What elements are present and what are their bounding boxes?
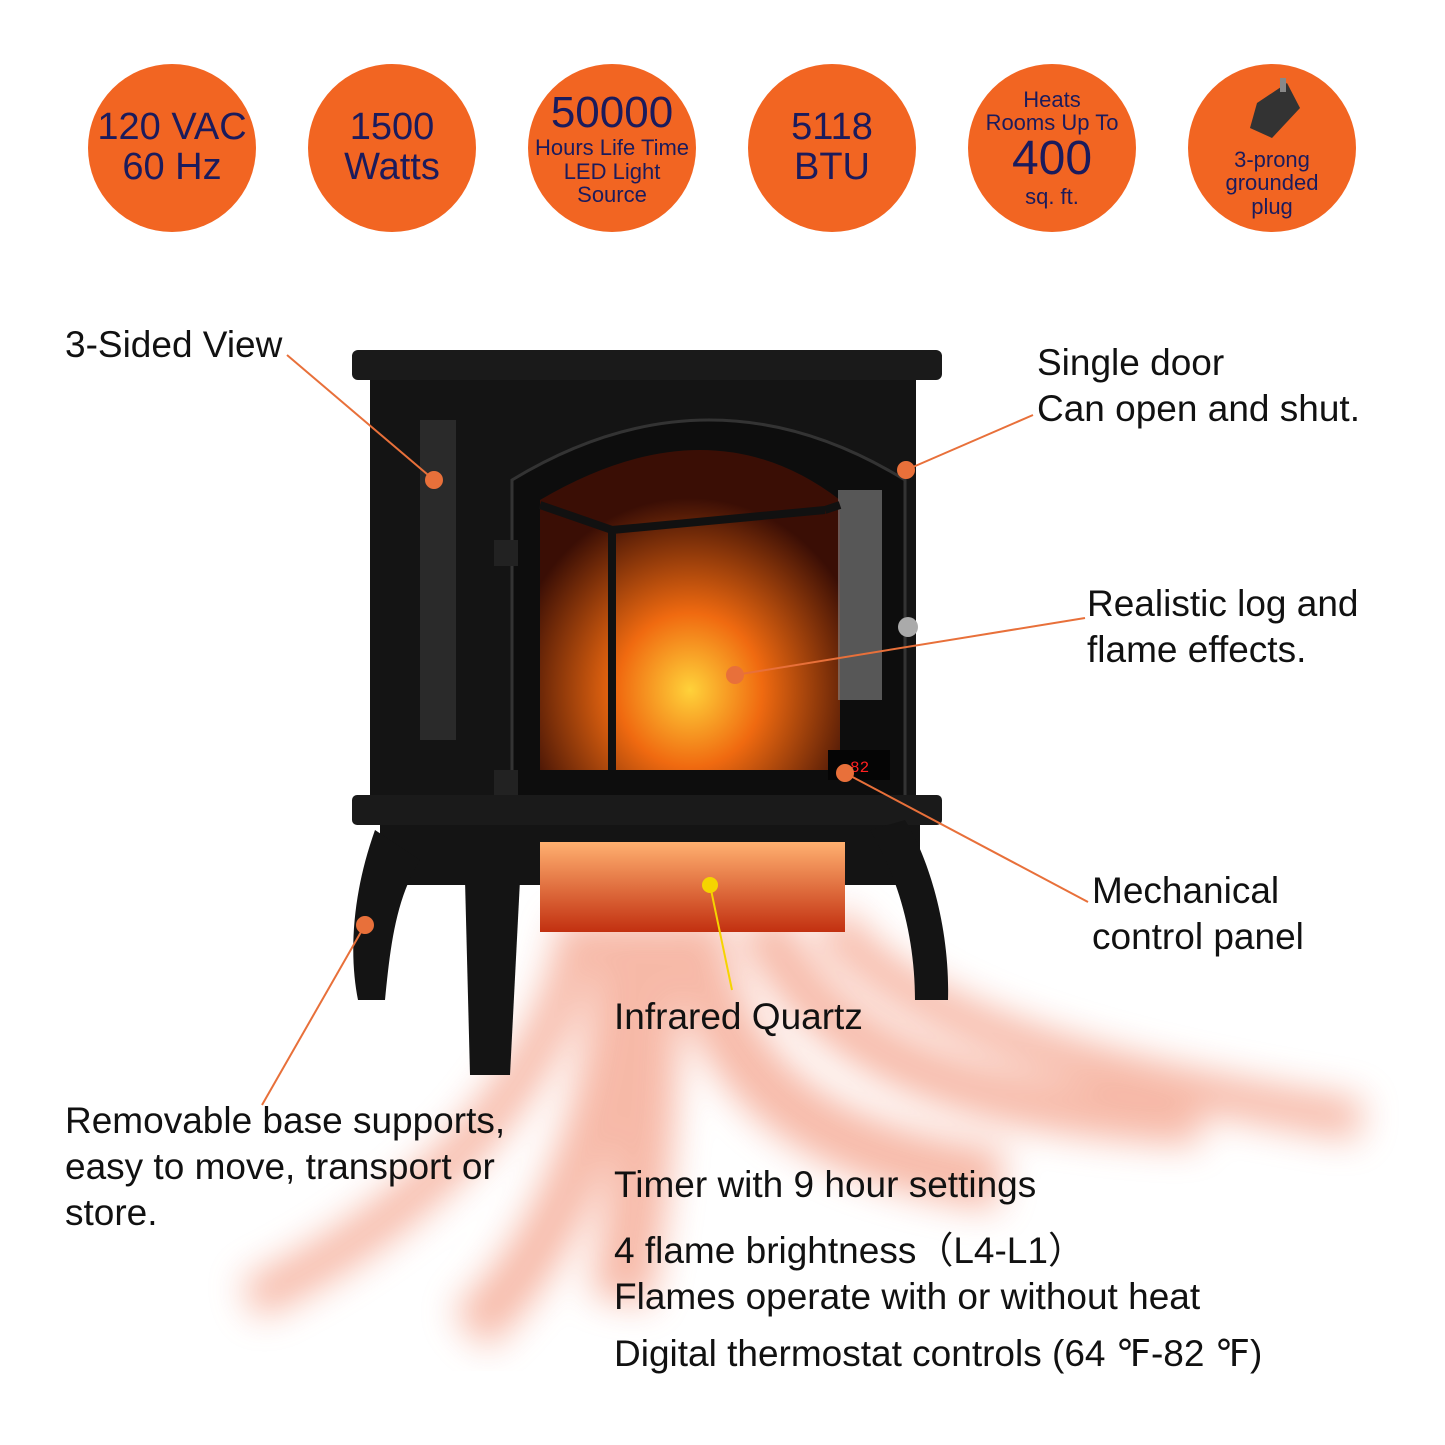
feature-timer: Timer with 9 hour settings <box>614 1164 1037 1205</box>
callout-base: Removable base supports, easy to move, t… <box>65 1098 505 1236</box>
callout-leaders <box>261 354 1089 1106</box>
badge-text: BTU <box>794 146 870 188</box>
badge-room-size: Heats Rooms Up To 400 sq. ft. <box>968 64 1136 232</box>
heat-waves <box>241 908 1364 1349</box>
badge-voltage: 120 VAC 60 Hz <box>88 64 256 232</box>
badge-text: 3-prong <box>1234 147 1310 173</box>
badge-btu: 5118 BTU <box>748 64 916 232</box>
badge-led-life: 50000 Hours Life Time LED Light Source <box>528 64 696 232</box>
badge-plug: 3-prong grounded plug <box>1188 64 1356 232</box>
feature-flame-brightness: 4 flame brightness（L4-L1） <box>614 1230 1085 1271</box>
badge-text: 5118 <box>791 106 873 149</box>
callout-line: Can open and shut. <box>1037 388 1360 429</box>
badge-text: Watts <box>344 146 440 188</box>
fireplace-heater: 82 <box>352 350 949 1075</box>
badge-text: Source <box>577 181 647 207</box>
badge-text: LED Light <box>563 158 661 184</box>
callout-flame: Realistic log and flame effects. <box>1087 581 1358 673</box>
badge-text: sq. ft. <box>1025 183 1079 209</box>
badge-text: Heats <box>1023 87 1081 113</box>
badge-text: 120 VAC <box>97 106 247 149</box>
badge-text: 400 <box>1011 132 1093 186</box>
callout-control: Mechanical control panel <box>1092 868 1304 960</box>
infrared-marker <box>702 877 718 893</box>
callout-door: Single door Can open and shut. <box>1037 340 1360 432</box>
badge-text: 60 Hz <box>122 146 222 188</box>
badge-text: grounded <box>1225 170 1319 196</box>
callout-line: store. <box>65 1192 158 1233</box>
callout-line: Removable base supports, <box>65 1100 506 1141</box>
temperature-display: 82 <box>850 759 869 777</box>
callout-line: easy to move, transport or <box>65 1146 495 1187</box>
feature-flame-without-heat: Flames operate with or without heat <box>614 1276 1201 1317</box>
badge-text: Hours Life Time <box>534 135 690 161</box>
plug-icon <box>1250 78 1300 139</box>
callout-infrared: Infrared Quartz <box>614 996 863 1037</box>
feature-thermostat: Digital thermostat controls (64 ℉-82 ℉) <box>614 1333 1263 1374</box>
callout-line: Mechanical <box>1092 870 1280 911</box>
callout-line: flame effects. <box>1087 629 1307 670</box>
callout-line: Realistic log and <box>1087 583 1359 624</box>
badge-text: 1500 <box>349 106 435 149</box>
callout-line: control panel <box>1092 916 1304 957</box>
callout-three-sided: 3-Sided View <box>65 324 283 365</box>
badge-text: 50000 <box>550 88 674 138</box>
callout-line: Single door <box>1037 342 1225 383</box>
badge-text: Rooms Up To <box>985 110 1119 136</box>
badge-text: plug <box>1251 193 1293 219</box>
badge-wattage: 1500 Watts <box>308 64 476 232</box>
